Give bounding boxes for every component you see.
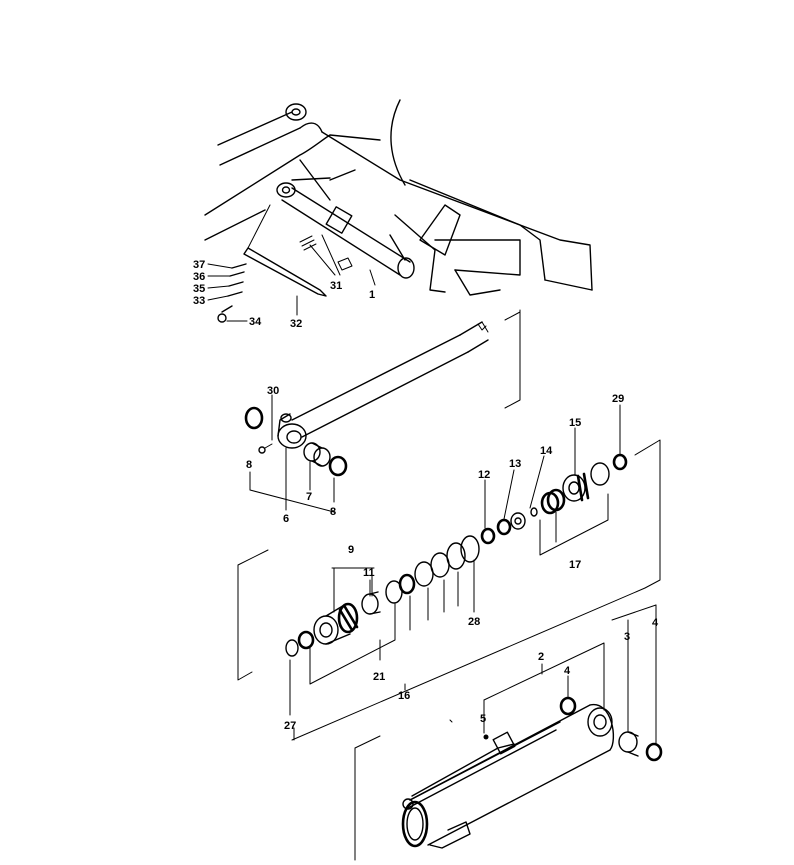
label-9: 9 — [348, 544, 354, 556]
label-4-upper: 4 — [564, 665, 571, 677]
cylinder-tube-assembly — [354, 604, 663, 861]
label-21: 21 — [373, 671, 385, 683]
label-1: 1 — [369, 289, 375, 301]
label-2: 2 — [538, 651, 544, 663]
label-6: 6 — [283, 513, 289, 525]
label-35: 35 — [193, 283, 205, 295]
label-11: 11 — [363, 567, 375, 579]
machine-frame-assembly — [204, 99, 593, 296]
label-5: 5 — [480, 713, 486, 725]
label-8-right: 8 — [330, 506, 336, 518]
label-36: 36 — [193, 271, 205, 283]
label-28: 28 — [468, 616, 480, 628]
label-17: 17 — [569, 559, 581, 571]
label-13: 13 — [509, 458, 521, 470]
label-16: 16 — [398, 690, 410, 702]
label-27: 27 — [284, 720, 296, 732]
label-34: 34 — [249, 316, 262, 328]
label-37: 37 — [193, 259, 205, 271]
label-14: 14 — [540, 445, 553, 457]
piston-rod-assembly — [244, 309, 521, 513]
label-30: 30 — [267, 385, 279, 397]
label-33: 33 — [193, 295, 205, 307]
label-8-left: 8 — [246, 459, 252, 471]
label-15: 15 — [569, 417, 581, 429]
head-seal-set — [237, 535, 646, 741]
label-3: 3 — [624, 631, 630, 643]
label-12: 12 — [478, 469, 490, 481]
pin-32-and-fasteners — [207, 204, 376, 323]
label-7: 7 — [306, 491, 312, 503]
label-31: 31 — [330, 280, 342, 292]
part-number-labels: 1 31 32 37 36 35 33 34 30 8 7 6 8 12 13 … — [193, 259, 659, 732]
label-32: 32 — [290, 318, 302, 330]
label-29: 29 — [612, 393, 624, 405]
label-4-right: 4 — [652, 617, 659, 629]
piston-seal-set — [480, 404, 661, 589]
